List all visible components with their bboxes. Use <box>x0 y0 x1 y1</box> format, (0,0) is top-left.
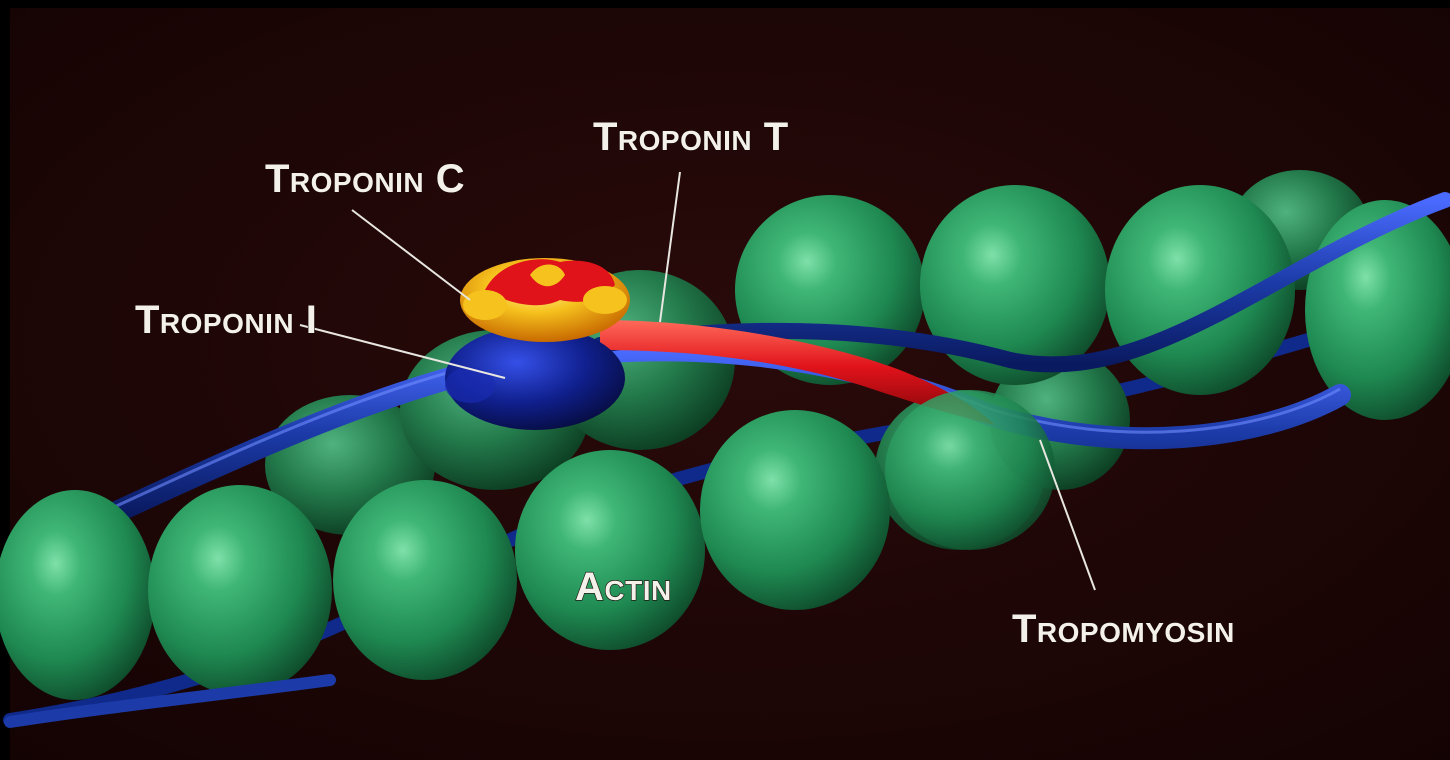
label-troponin-i: Troponin I <box>135 298 317 342</box>
label-troponin-c: Troponin C <box>265 157 465 201</box>
actin-monomer <box>700 410 890 610</box>
label-tropomyosin: Tropomyosin <box>1012 607 1235 651</box>
actin-monomer <box>148 485 332 695</box>
troponin-c <box>460 258 630 342</box>
actin-monomer <box>333 480 517 680</box>
actin-monomer <box>515 450 705 650</box>
actin-monomer <box>885 390 1055 550</box>
actin-monomer <box>0 490 155 700</box>
label-actin: Actin <box>575 565 672 609</box>
label-troponin-t: Troponin T <box>593 115 789 159</box>
